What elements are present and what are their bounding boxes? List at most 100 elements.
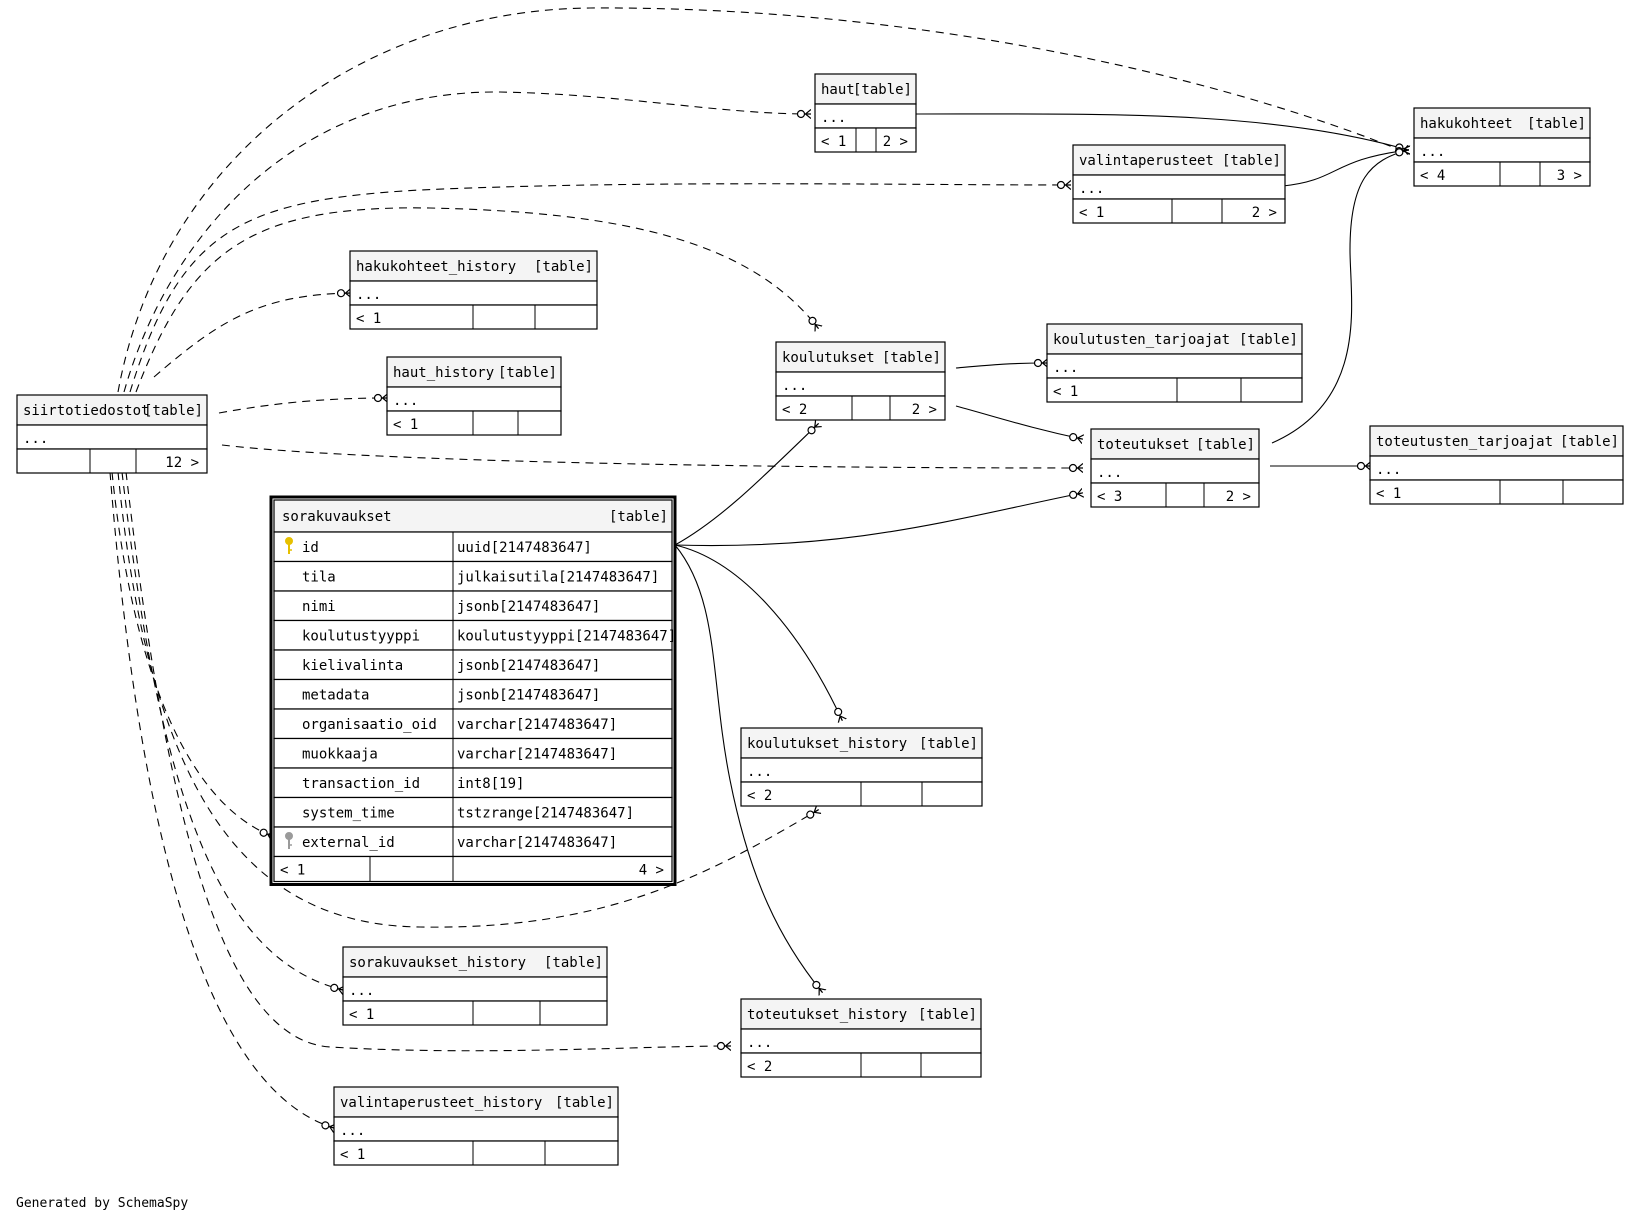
table-kind-label: [table] bbox=[534, 259, 593, 275]
edge-siirtotiedostot-haut bbox=[123, 91, 810, 393]
table-toteutusten-tarjoajat[interactable]: toteutusten_tarjoajat[table]...< 1 bbox=[1369, 425, 1624, 505]
column-type: uuid[2147483647] bbox=[457, 540, 592, 556]
children-count: 4 > bbox=[639, 863, 664, 879]
column-type: jsonb[2147483647] bbox=[457, 599, 600, 615]
edge-siirtotiedostot-sorakuvaukset-history bbox=[121, 471, 343, 990]
table-columns-ellipsis: ... bbox=[1053, 360, 1078, 376]
table-toteutukset-history[interactable]: toteutukset_history[table]...< 2 bbox=[740, 998, 982, 1078]
table-siirtotiedostot[interactable]: siirtotiedostot[table]...12 > bbox=[16, 394, 208, 474]
table-columns-ellipsis: ... bbox=[1376, 462, 1401, 478]
parents-count: < 1 bbox=[356, 311, 381, 327]
edge-siirtotiedostot-valintaperusteet-history bbox=[109, 471, 334, 1128]
table-valintaperusteet-history[interactable]: valintaperusteet_history[table]...< 1 bbox=[333, 1086, 619, 1166]
table-name: toteutukset bbox=[1097, 437, 1190, 453]
edge-siirtotiedostot-hakukohteet bbox=[117, 7, 1401, 393]
edge-siirtotiedostot-haut-history bbox=[218, 398, 387, 414]
table-name: hakukohteet_history bbox=[356, 259, 516, 275]
column-name: kielivalinta bbox=[302, 658, 403, 674]
table-kind-label: [table] bbox=[882, 350, 941, 366]
column-name: muokkaaja bbox=[302, 747, 378, 763]
column-name: id bbox=[302, 540, 319, 556]
column-name: organisaatio_oid bbox=[302, 717, 437, 733]
edge-sorakuvaukset-koulutukset-history bbox=[674, 544, 842, 720]
children-count: 12 > bbox=[165, 455, 199, 471]
table-kind-label: [table] bbox=[1196, 437, 1255, 453]
column-type: jsonb[2147483647] bbox=[457, 658, 600, 674]
column-row-nimi[interactable]: nimi jsonb[2147483647] bbox=[273, 590, 673, 622]
table-columns-ellipsis: ... bbox=[349, 983, 374, 999]
table-kind-label: [table] bbox=[1527, 116, 1586, 132]
table-koulutusten-tarjoajat[interactable]: koulutusten_tarjoajat[table]...< 1 bbox=[1046, 323, 1303, 403]
parents-count: < 3 bbox=[1097, 489, 1122, 505]
edge-sorakuvaukset-koulutukset bbox=[674, 424, 818, 546]
column-name: tila bbox=[302, 570, 336, 586]
footer-credit: Generated by SchemaSpy bbox=[16, 1196, 189, 1211]
table-kind-label: [table] bbox=[555, 1095, 614, 1111]
table-sorakuvaukset-history[interactable]: sorakuvaukset_history[table]...< 1 bbox=[342, 946, 608, 1026]
children-count: 2 > bbox=[1252, 205, 1277, 221]
parents-count: < 1 bbox=[1053, 384, 1078, 400]
table-koulutukset-history[interactable]: koulutukset_history[table]...< 2 bbox=[740, 727, 983, 807]
children-count: 3 > bbox=[1557, 168, 1582, 184]
primary-key-icon bbox=[285, 537, 293, 554]
foreign-key-icon bbox=[285, 832, 293, 849]
table-name: toteutukset_history bbox=[747, 1007, 907, 1023]
children-count: 2 > bbox=[912, 402, 937, 418]
edge-valintaperusteet-hakukohteet bbox=[1282, 150, 1408, 187]
column-type: varchar[2147483647] bbox=[457, 835, 617, 851]
table-name: koulutukset bbox=[782, 350, 875, 366]
table-columns-ellipsis: ... bbox=[782, 378, 807, 394]
relationship-lines bbox=[109, 7, 1408, 1128]
table-columns-ellipsis: ... bbox=[356, 287, 381, 303]
column-name: external_id bbox=[302, 835, 395, 851]
column-name: metadata bbox=[302, 688, 369, 704]
table-name: sorakuvaukset_history bbox=[349, 955, 526, 971]
table-columns-ellipsis: ... bbox=[1420, 144, 1445, 160]
table-name: siirtotiedostot bbox=[23, 403, 149, 419]
parents-count: < 1 bbox=[280, 863, 305, 879]
children-count: 2 > bbox=[1226, 489, 1251, 505]
table-kind-label: [table] bbox=[609, 509, 668, 525]
column-row-id[interactable]: id uuid[2147483647] bbox=[273, 531, 673, 563]
table-name: valintaperusteet bbox=[1079, 153, 1214, 169]
table-kind-label: [table] bbox=[1560, 434, 1619, 450]
parents-count: < 2 bbox=[747, 788, 772, 804]
column-row-tila[interactable]: tila julkaisutila[2147483647] bbox=[273, 560, 673, 592]
column-name: nimi bbox=[302, 599, 336, 615]
edge-siirtotiedostot-sorakuvaukset bbox=[111, 471, 272, 836]
column-type: julkaisutila[2147483647] bbox=[457, 570, 659, 586]
parents-count: < 1 bbox=[1079, 205, 1104, 221]
table-name: haut bbox=[821, 82, 855, 98]
column-name: koulutustyyppi bbox=[302, 629, 420, 645]
table-haut-history[interactable]: haut_history[table]...< 1 bbox=[386, 356, 562, 436]
edge-siirtotiedostot-valintaperusteet bbox=[129, 184, 1070, 393]
parents-count: < 2 bbox=[747, 1059, 772, 1075]
children-count: 2 > bbox=[883, 134, 908, 150]
edge-koulutukset-koulutusten-tarjoajat bbox=[955, 363, 1047, 369]
column-type: int8[19] bbox=[457, 776, 524, 792]
table-name: valintaperusteet_history bbox=[340, 1095, 542, 1111]
edge-siirtotiedostot-hakukohteet-history bbox=[153, 293, 350, 378]
column-row-external-id[interactable]: external_id varchar[2147483647] bbox=[273, 826, 673, 858]
table-name: sorakuvaukset bbox=[282, 509, 392, 525]
column-row-kielivalinta[interactable]: kielivalinta jsonb[2147483647] bbox=[273, 649, 673, 681]
edge-siirtotiedostot-koulutukset-history bbox=[117, 471, 818, 928]
edge-siirtotiedostot-toteutukset-history bbox=[125, 471, 730, 1052]
table-sorakuvaukset[interactable]: sorakuvaukset [table] id uuid[2147483647] ti… bbox=[269, 495, 677, 886]
parents-count: < 1 bbox=[821, 134, 846, 150]
table-columns-ellipsis: ... bbox=[340, 1123, 365, 1139]
table-hakukohteet-history[interactable]: hakukohteet_history [table]... < 1 bbox=[349, 250, 598, 330]
parents-count: < 1 bbox=[393, 417, 418, 433]
table-kind-label: [table] bbox=[498, 365, 557, 381]
